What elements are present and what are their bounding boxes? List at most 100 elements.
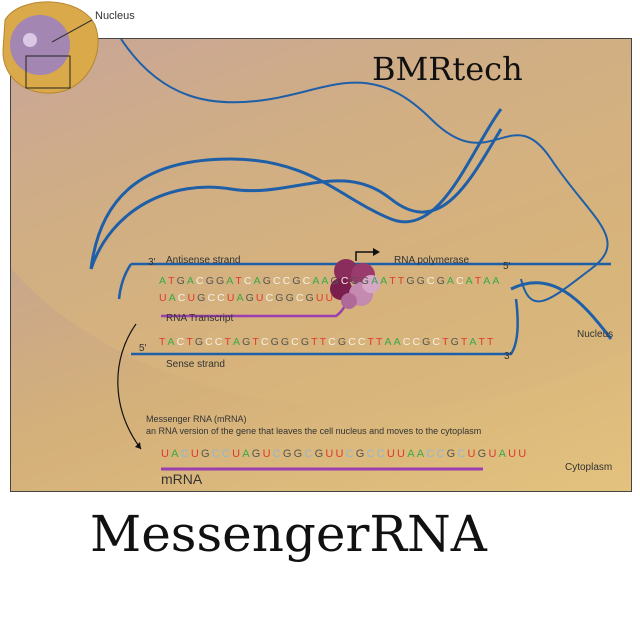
base-A: A	[233, 336, 243, 348]
base-C: C	[214, 336, 225, 348]
base-A: A	[498, 448, 509, 460]
base-A: A	[186, 275, 197, 287]
base-U: U	[262, 448, 273, 460]
base-G: G	[197, 292, 208, 304]
base-T: T	[389, 275, 398, 287]
base-A: A	[469, 336, 479, 348]
base-U: U	[386, 448, 398, 460]
base-G: G	[282, 448, 294, 460]
rna-polymerase-label: RNA polymerase	[394, 255, 470, 266]
base-U: U	[335, 448, 346, 460]
base-G: G	[416, 275, 427, 287]
base-C: C	[345, 448, 356, 460]
base-A: A	[312, 275, 322, 287]
base-C: C	[455, 275, 466, 287]
base-G: G	[477, 448, 489, 460]
base-U: U	[325, 292, 336, 304]
base-C: C	[243, 275, 254, 287]
base-A: A	[167, 336, 177, 348]
sense-strand-label: Sense strand	[166, 359, 225, 370]
base-C: C	[207, 292, 218, 304]
transcript-sequence: UACUGCCUAGUCGGCGUU	[159, 292, 335, 304]
base-T: T	[168, 275, 177, 287]
base-G: G	[337, 336, 349, 348]
base-T: T	[159, 336, 168, 348]
base-C: C	[436, 448, 447, 460]
base-G: G	[355, 448, 367, 460]
base-G: G	[201, 448, 212, 460]
base-A: A	[371, 275, 381, 287]
base-A: A	[384, 336, 394, 348]
base-T: T	[186, 336, 195, 348]
base-G: G	[450, 336, 461, 348]
base-U: U	[161, 448, 172, 460]
base-U: U	[187, 292, 198, 304]
base-U: U	[159, 292, 169, 304]
sense-sequence: TACTGCCTAGTCGGCGTTCGCCTTAACCGCTGTATT	[159, 336, 496, 348]
base-G: G	[446, 448, 458, 460]
base-A: A	[236, 292, 246, 304]
base-A: A	[321, 275, 331, 287]
base-A: A	[416, 448, 427, 460]
base-A: A	[393, 336, 403, 348]
base-C: C	[357, 336, 368, 348]
five-prime-top: 5'	[503, 261, 511, 272]
base-G: G	[436, 275, 447, 287]
base-A: A	[483, 275, 493, 287]
base-G: G	[205, 275, 216, 287]
base-A: A	[226, 275, 236, 287]
base-T: T	[478, 336, 488, 348]
arrow-to-mrna	[117, 323, 142, 450]
base-C: C	[348, 336, 358, 348]
base-A: A	[380, 275, 390, 287]
base-T: T	[487, 336, 496, 348]
base-G: G	[350, 275, 361, 287]
nucleus-inset-label: Nucleus	[95, 10, 135, 22]
base-A: A	[159, 275, 169, 287]
base-G: G	[292, 275, 303, 287]
base-C: C	[272, 448, 283, 460]
base-G: G	[305, 292, 316, 304]
base-C: C	[180, 448, 191, 460]
cell-inset-icon	[2, 1, 99, 94]
base-G: G	[330, 275, 341, 287]
dna-helix-right	[510, 281, 613, 340]
antisense-label: Antisense strand	[166, 255, 241, 266]
base-A: A	[492, 275, 502, 287]
base-C: C	[221, 448, 233, 460]
base-G: G	[275, 292, 286, 304]
base-U: U	[190, 448, 202, 460]
base-T: T	[235, 275, 244, 287]
base-G: G	[300, 336, 312, 348]
base-U: U	[325, 448, 336, 460]
rna-transcript-label: RNA Transcript	[166, 313, 234, 324]
base-T: T	[474, 275, 484, 287]
base-C: C	[196, 275, 206, 287]
base-C: C	[426, 448, 437, 460]
base-C: C	[211, 448, 222, 460]
mrna-label: mRNA	[161, 471, 203, 487]
base-G: G	[194, 336, 206, 348]
base-C: C	[282, 275, 293, 287]
base-U: U	[467, 448, 478, 460]
base-U: U	[255, 292, 266, 304]
base-G: G	[285, 292, 296, 304]
base-A: A	[446, 275, 456, 287]
base-A: A	[465, 275, 475, 287]
base-C: C	[177, 292, 188, 304]
base-G: G	[406, 275, 417, 287]
base-T: T	[460, 336, 470, 348]
base-C: C	[457, 448, 468, 460]
base-G: G	[251, 448, 263, 460]
base-C: C	[412, 336, 423, 348]
base-C: C	[376, 448, 387, 460]
base-T: T	[442, 336, 451, 348]
sense-backbone	[131, 298, 519, 356]
rna-polymerase-icon	[330, 259, 380, 309]
base-C: C	[432, 336, 443, 348]
page-title: MessengerRNA	[90, 505, 487, 563]
base-U: U	[226, 292, 237, 304]
base-G: G	[314, 448, 326, 460]
base-G: G	[293, 448, 305, 460]
base-C: C	[304, 448, 315, 460]
